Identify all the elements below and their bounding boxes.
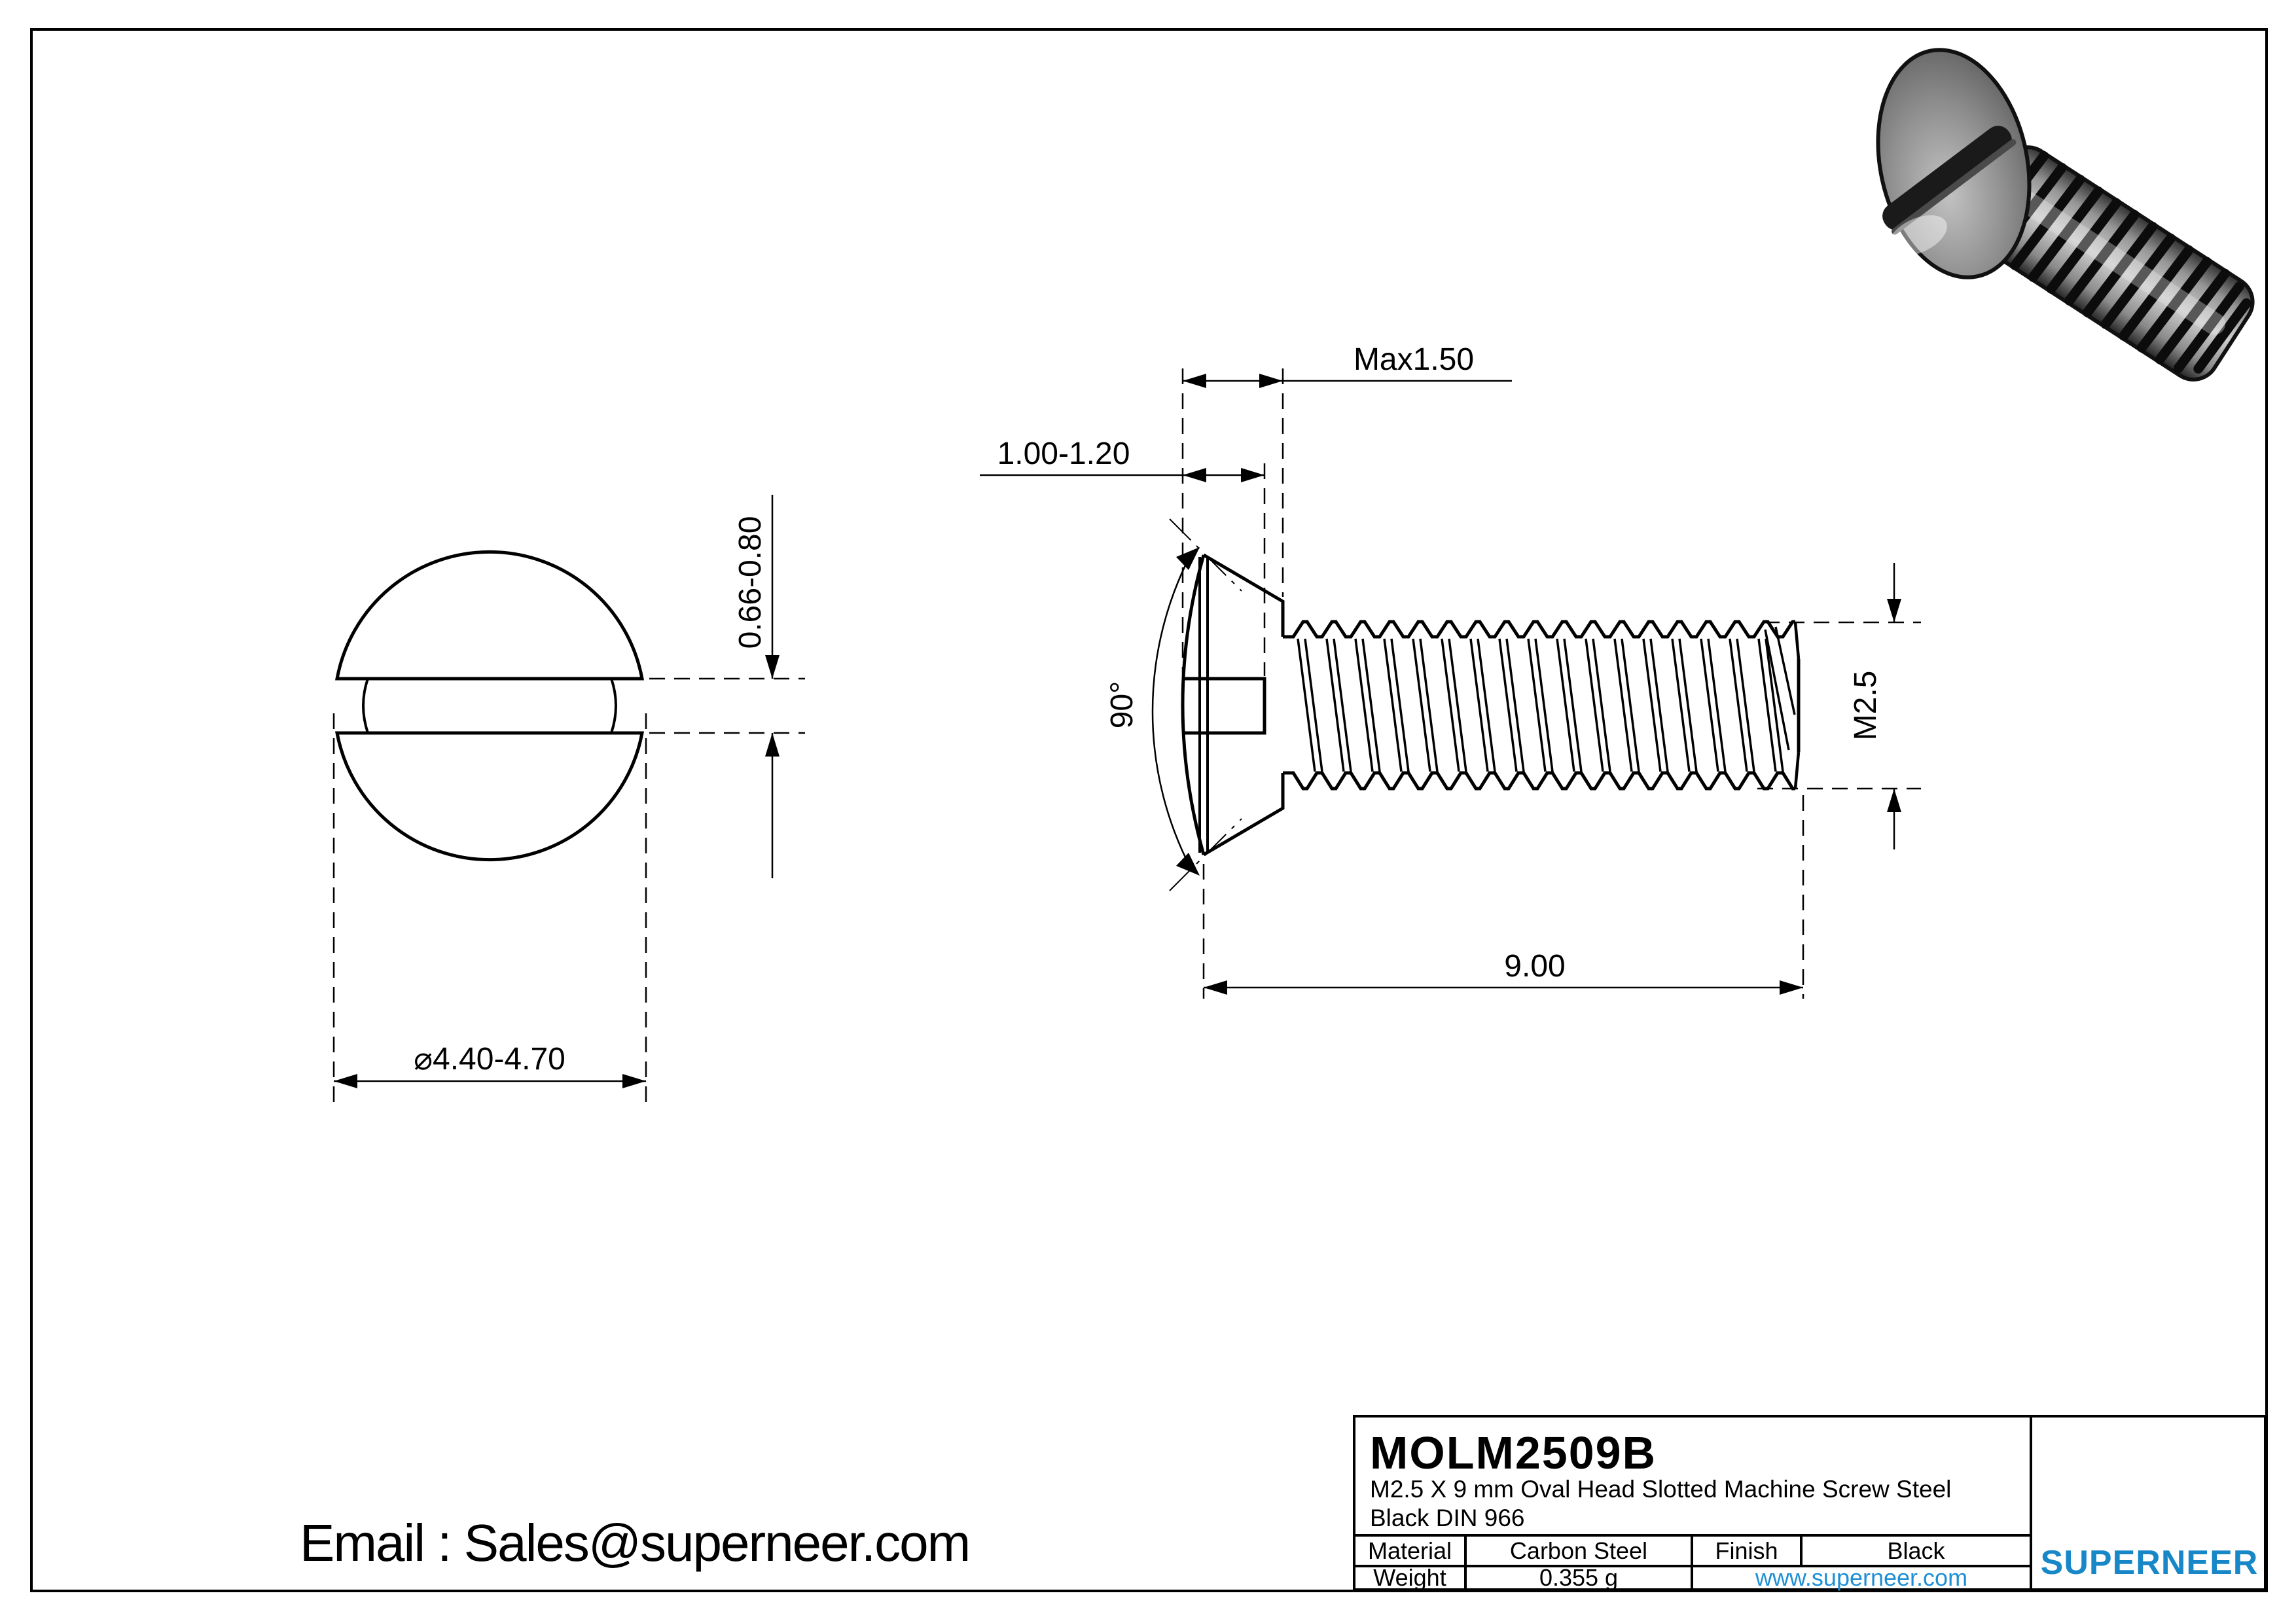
thread-line	[1383, 638, 1403, 772]
thread-line	[1354, 638, 1374, 772]
thread-runout-lines	[1764, 626, 1796, 751]
front-head-top-arc	[334, 550, 645, 681]
thread-profile	[1283, 620, 1795, 791]
thread-line	[1613, 638, 1633, 772]
label-head-height: Max1.50	[1354, 342, 1474, 377]
thread-line	[1592, 638, 1611, 772]
website-link[interactable]: www.superneer.com	[1691, 1564, 2030, 1591]
side-head-cone-top	[1202, 553, 1285, 637]
label-slot-depth: 1.00-1.20	[997, 437, 1130, 471]
front-head-bottom-arc	[334, 731, 645, 862]
dim-slot-width: 0.66-0.80	[649, 495, 805, 878]
thread-line	[1621, 638, 1640, 772]
thread-line	[1448, 638, 1467, 772]
thread-line	[1534, 638, 1554, 772]
dim-thread: M2.5	[1757, 563, 1921, 849]
dim-length: 9.00	[1202, 795, 1804, 999]
part-number: MOLM2509B	[1370, 1427, 1657, 1478]
thread-line	[1563, 638, 1583, 772]
thread-line	[1585, 638, 1604, 772]
thread-line	[1412, 638, 1431, 772]
thread-line	[1765, 638, 1784, 772]
side-slot-section	[1183, 677, 1266, 735]
thread-line	[1757, 638, 1777, 772]
thread-line	[1469, 638, 1489, 772]
thread-line	[1700, 638, 1719, 772]
thread-line	[1325, 638, 1345, 772]
side-view-screw	[1181, 553, 1801, 857]
part-description-line2: Black DIN 966	[1370, 1505, 1525, 1531]
brand-name: SUPERNEER	[2040, 1544, 2259, 1582]
spec-table: Material Carbon Steel Finish Black Weigh…	[1355, 1534, 2030, 1591]
spec-finish-value: Black	[1800, 1534, 2030, 1565]
thread-line	[1419, 638, 1439, 772]
thread-line	[1729, 638, 1748, 772]
label-head-diameter: ⌀4.40-4.70	[414, 1042, 565, 1077]
dim-head-diameter: ⌀4.40-4.70	[332, 713, 647, 1107]
thread-line	[1297, 638, 1316, 772]
spec-weight-label: Weight	[1355, 1564, 1464, 1591]
thread-line	[1736, 638, 1755, 772]
thread-line	[1671, 638, 1691, 772]
thread-line	[1556, 638, 1575, 772]
spec-material-value: Carbon Steel	[1464, 1534, 1691, 1565]
brand-panel: SUPERNEER	[2030, 1418, 2267, 1588]
thread-line	[1304, 638, 1323, 772]
thread-line	[1642, 638, 1662, 772]
title-block: MOLM2509B M2.5 X 9 mm Oval Head Slotted …	[1353, 1415, 2267, 1591]
side-head-dome	[1181, 554, 1206, 855]
part-description-line1: M2.5 X 9 mm Oval Head Slotted Machine Sc…	[1370, 1476, 1952, 1503]
contact-email: Email : Sales@superneer.com	[300, 1514, 971, 1572]
spec-weight-value: 0.355 g	[1464, 1564, 1691, 1591]
spec-finish-label: Finish	[1691, 1534, 1800, 1565]
thread-line	[1498, 638, 1518, 772]
thread-line	[1283, 620, 1795, 639]
thread-line	[1649, 638, 1669, 772]
thread-line	[1527, 638, 1547, 772]
side-head-cone-bottom	[1202, 773, 1285, 857]
dim-slot-depth: 1.00-1.20	[980, 437, 1266, 676]
spec-material-label: Material	[1355, 1534, 1464, 1565]
dim-head-angle: 90°	[1105, 518, 1242, 891]
thread-line	[1707, 638, 1727, 772]
label-slot-width: 0.66-0.80	[733, 516, 768, 649]
thread-line	[1477, 638, 1496, 772]
thread-line	[1361, 638, 1381, 772]
page-border	[30, 28, 2268, 1592]
thread-line	[1678, 638, 1698, 772]
front-slot-right-arc	[610, 678, 617, 734]
label-length: 9.00	[1504, 949, 1565, 984]
front-view-head	[334, 550, 645, 862]
thread-end-chamfer	[1793, 622, 1801, 789]
dim-head-height: Max1.50	[1181, 342, 1512, 674]
thread-line	[1505, 638, 1525, 772]
label-thread: M2.5	[1848, 671, 1883, 741]
thread-line	[1283, 771, 1795, 791]
screw-3d-render	[1876, 48, 2255, 382]
part-description: M2.5 X 9 mm Oval Head Slotted Machine Sc…	[1370, 1475, 1951, 1533]
thread-line	[1333, 638, 1352, 772]
front-slot-left-arc	[362, 678, 369, 734]
label-head-angle: 90°	[1105, 681, 1139, 729]
thread-line	[1390, 638, 1410, 772]
thread-line	[1441, 638, 1460, 772]
